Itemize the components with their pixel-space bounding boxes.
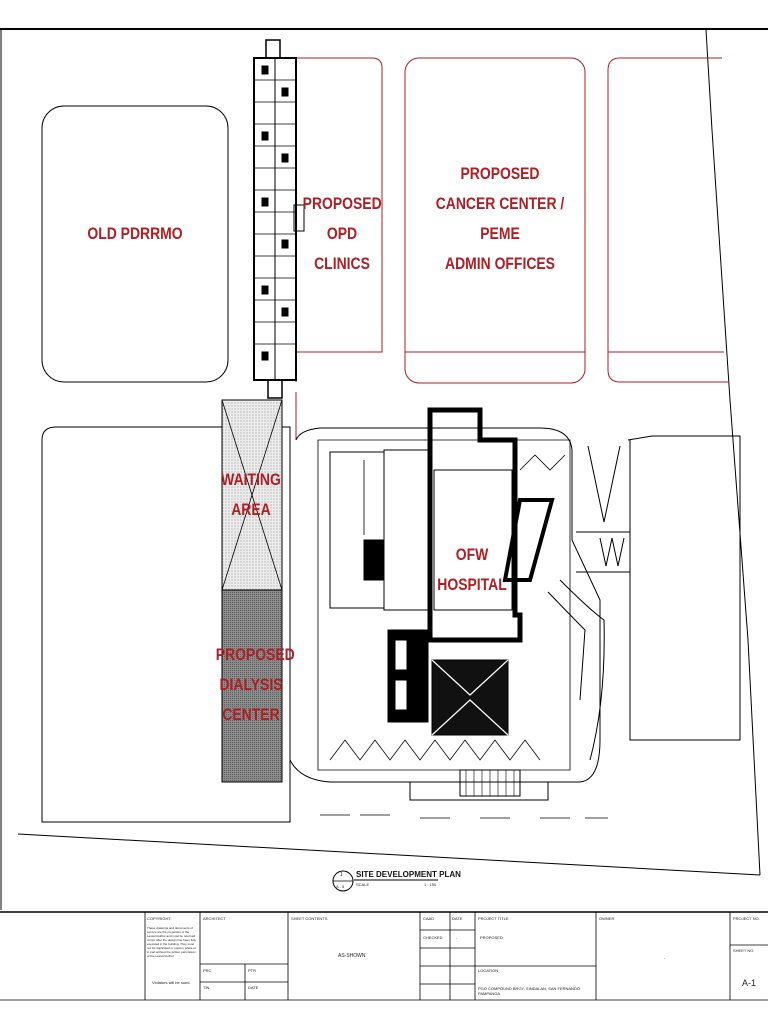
prc-label: PRC <box>203 968 212 973</box>
waiting-area-label: WAITING AREA <box>221 470 281 519</box>
owner-label: OWNER <box>599 916 615 921</box>
dialysis-center-label: PROPOSED DIALYSIS CENTER <box>215 645 295 724</box>
callout-scale-value: 1 : 150 <box>424 882 437 887</box>
callout-scale-label: SCALE <box>356 882 370 887</box>
title-block <box>0 911 768 1001</box>
drawing-title: SITE DEVELOPMENT PLAN <box>356 870 461 879</box>
checked-dash: - <box>456 935 458 940</box>
project-title-value: PROPOSED <box>480 935 503 940</box>
sheet-no-value: A-1 <box>742 978 757 988</box>
date-label: DATE <box>248 985 259 990</box>
tin-label: TIN <box>203 985 210 990</box>
callout-sheet: A - 5 <box>336 884 345 889</box>
waiting-area <box>221 399 283 591</box>
sheet-contents-value: AS-SHOWN <box>338 953 366 959</box>
dialysis-center <box>221 589 283 783</box>
copyright-header: COPYRIGHT: <box>147 916 172 921</box>
location-value: PGO COMPOUND BRGY. SINDALAN, SAN FERNAND… <box>478 986 580 996</box>
sheet-contents-label: SHEET CONTENTS <box>291 916 328 921</box>
ofw-hospital-label: OFW HOSPITAL <box>437 545 507 594</box>
sheet-no-label: SHEET NO. <box>733 948 755 953</box>
property-boundary <box>17 29 761 876</box>
right-partial-block <box>607 57 728 383</box>
parking-bottom <box>320 814 608 819</box>
drawing-callout <box>332 870 438 892</box>
copyright-text: These drawings and documents of service … <box>147 926 197 958</box>
date2-label: DATE <box>452 916 463 921</box>
old-pdrrmo-block <box>41 105 229 383</box>
callout-number: 1 <box>340 872 343 878</box>
owner-dash: - <box>664 955 666 960</box>
cancer-center-block <box>404 57 586 384</box>
parking-right <box>576 435 741 741</box>
checked-label: CHECKED <box>423 935 443 940</box>
cancer-center-label: PROPOSED CANCER CENTER / PEME ADMIN OFFI… <box>435 164 565 273</box>
location-label: LOCATION <box>478 968 499 973</box>
old-pdrrmo-label: OLD PDRRMO <box>87 224 183 243</box>
sheet-border <box>0 28 768 910</box>
copyright-footer: Violators will be sued. <box>152 980 191 985</box>
ptr-label: PTR <box>248 968 256 973</box>
caad-label: CAAD <box>423 916 435 921</box>
project-title-label: PROJECT TITLE <box>478 916 509 921</box>
ofw-hospital-compound <box>289 407 605 801</box>
opd-clinics-label: PROPOSED OPD CLINICS <box>302 194 382 273</box>
architect-label: ARCHITECT <box>203 916 226 921</box>
existing-opd-building <box>253 39 305 399</box>
project-no-label: PROJECT NO. <box>733 916 760 921</box>
